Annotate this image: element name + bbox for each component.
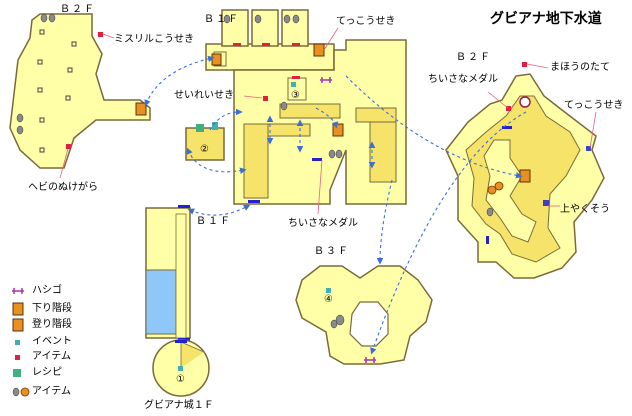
event-b1f-top: [291, 82, 296, 87]
legend-ladder: ハシゴ: [32, 285, 62, 296]
label-snake-skin: ヘビのぬけがら: [28, 182, 98, 193]
label-yakusou: 上やくそう: [560, 204, 610, 215]
doors-b1f-top: [248, 158, 322, 203]
stairs-down-b1f-c: [332, 123, 344, 137]
label-iron-ore-b2f: てっこうせき: [564, 100, 624, 111]
waypoint-2: ②: [200, 144, 209, 155]
floor-label-b2f-right: Ｂ２Ｆ: [456, 52, 492, 63]
legend-stairs-down: 下り階段: [32, 303, 72, 314]
label-mithril-ore: ミスリルこうせき: [114, 34, 194, 45]
legend-recipe: レシピ: [32, 367, 62, 378]
legend-stairs-up: 登り階段: [32, 319, 72, 330]
label-leaders: [59, 27, 597, 215]
floor-connectors: [144, 55, 527, 355]
map-title: グビアナ地下水道: [490, 11, 602, 27]
mithril-marker: [98, 32, 103, 37]
floor-label-castle-1f: グビアナ城１Ｆ: [144, 400, 214, 411]
legend-icons: [12, 288, 30, 397]
pot-icons-b2f-left: [16, 13, 56, 135]
floor-label-b1f-bottom: Ｂ１Ｆ: [196, 216, 232, 227]
floor-label-b1f-top: Ｂ１Ｆ: [204, 14, 240, 25]
waypoint-3: ③: [291, 90, 300, 101]
b2f-right-area: [445, 62, 605, 279]
b1f-bottom-area: [145, 205, 191, 341]
stairs-up-b2f-left: [135, 102, 147, 116]
b1f-top-area: [205, 9, 407, 205]
legend-item: アイテム: [32, 351, 71, 362]
b2f-left-area: [9, 13, 151, 169]
b2f-left-item-markers: [37, 29, 77, 153]
label-iron-ore-b1f: てっこうせき: [336, 16, 396, 27]
snake-skin-marker: [66, 144, 71, 149]
waypoint-1: ①: [176, 374, 185, 385]
castle-1f-area: [152, 339, 210, 397]
ladder-b3f: [364, 357, 376, 363]
floor-label-b3f: Ｂ３Ｆ: [314, 246, 350, 257]
stairs-down-b1f-a: [211, 53, 222, 66]
legend-pot-barrel-item: アイテム: [32, 386, 71, 397]
stairs-down-b1f-b: [313, 43, 325, 57]
red-marks-b1f-top: [233, 43, 300, 101]
label-spirit-stone: せいれいせき: [174, 90, 234, 101]
legend-event: イベント: [32, 336, 72, 347]
stairs-up-b2f-right: [519, 169, 531, 183]
label-mini-medal-b1f: ちいさなメダル: [288, 218, 358, 229]
pots-b1f-top: [223, 14, 343, 159]
b3f-area: [295, 265, 433, 365]
floor-label-b2f-left: Ｂ２Ｆ: [60, 4, 96, 15]
waypoint-4: ④: [324, 294, 333, 305]
ladder-b1f-top: [320, 77, 332, 83]
label-mini-medal-b2f: ちいさなメダル: [428, 74, 498, 85]
label-magic-shield: まほうのたて: [550, 62, 610, 73]
